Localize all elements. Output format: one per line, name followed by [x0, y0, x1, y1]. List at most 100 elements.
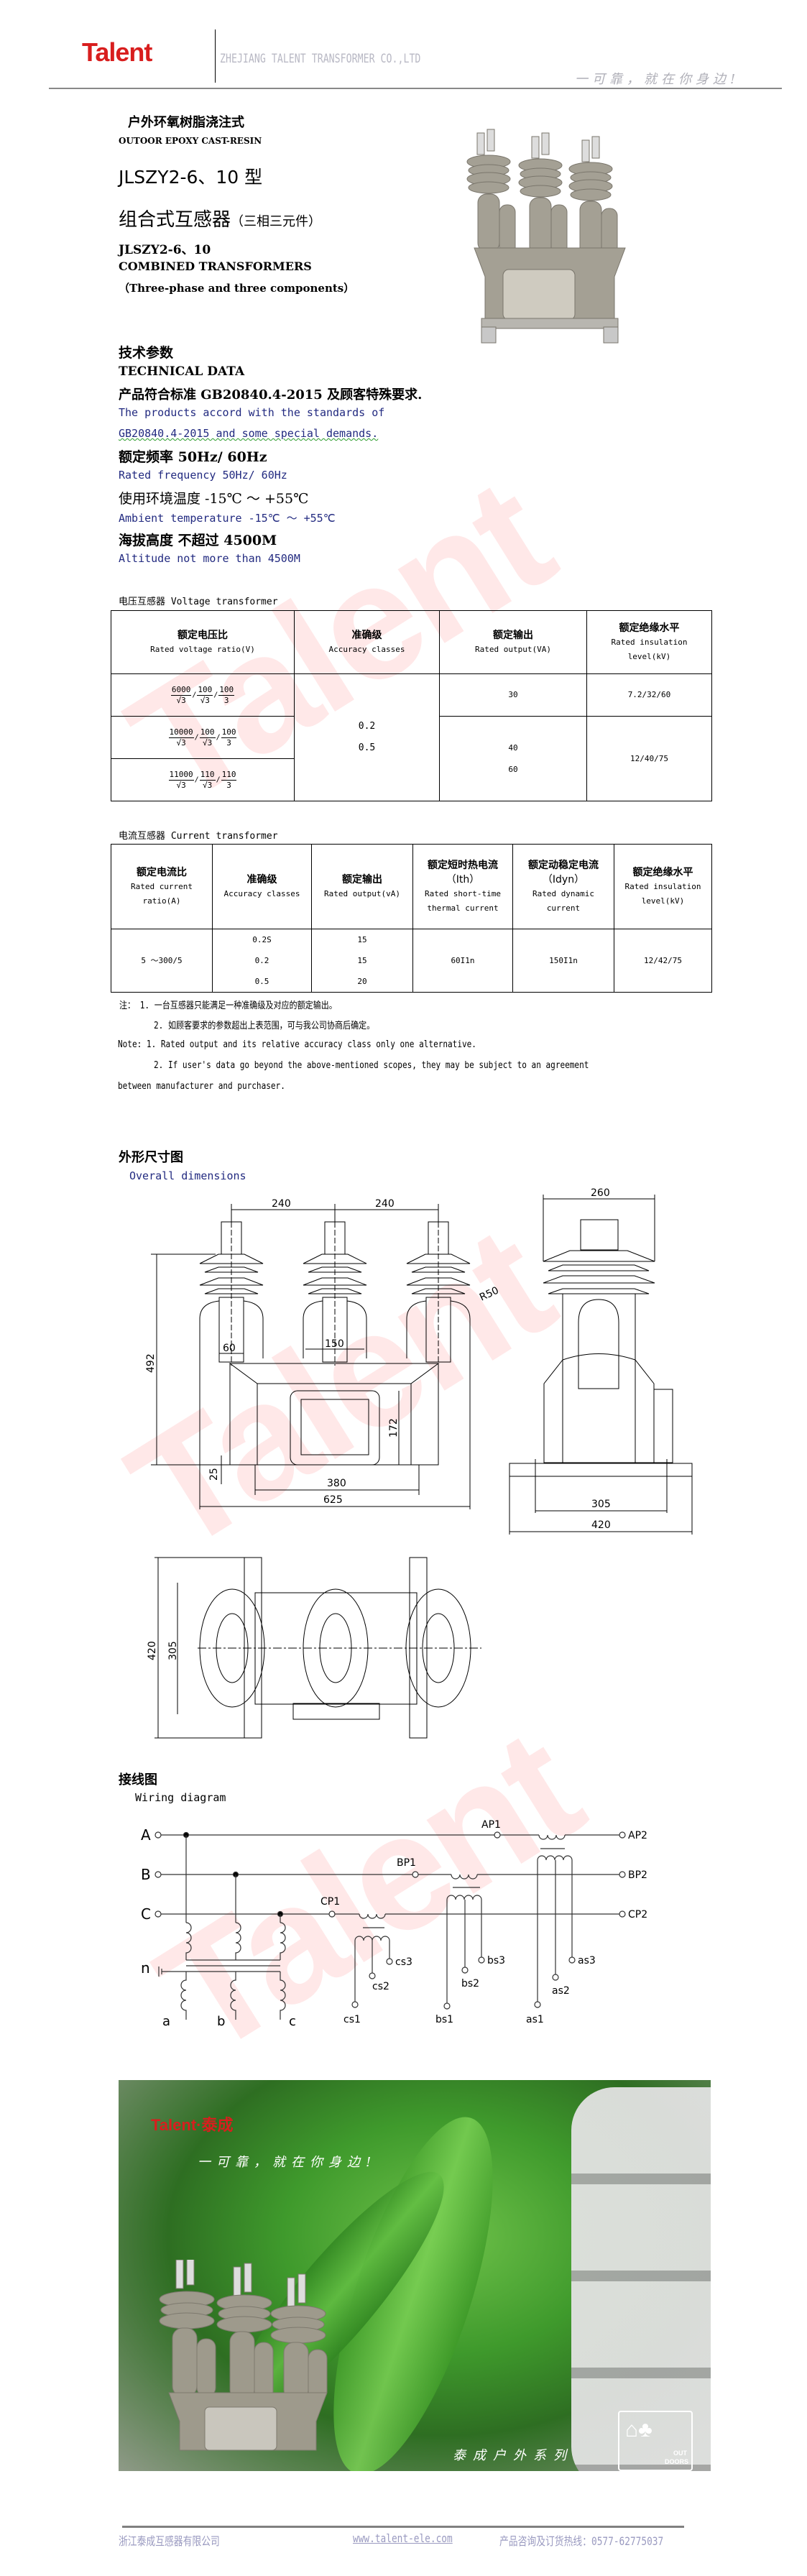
accuracy-value: 0.2S [252, 935, 272, 944]
dim-420-bottom: 420 [147, 1641, 158, 1660]
product-photo [466, 129, 626, 344]
denominator: √3 [200, 695, 210, 705]
type-cn: 户外环氧树脂浇注式 [128, 115, 244, 130]
as2-label: as2 [552, 1985, 570, 1997]
insulator-closeup [571, 2087, 711, 2471]
phase-a-label: A [141, 1826, 151, 1844]
banner-brand: Talent·泰成 [151, 2116, 234, 2134]
header-cn: 额定输出 [493, 629, 533, 641]
accuracy-value: 0.5 [254, 977, 269, 986]
dim-260: 260 [591, 1187, 610, 1199]
header-cell: 准确级 Accuracy classes [212, 844, 312, 929]
header-cn: 额定绝缘水平 [619, 622, 680, 634]
footer-website-link[interactable]: www.talent-ele.com [353, 2531, 453, 2545]
insulation-cell: 7.2/32/60 [586, 673, 712, 717]
header-cn: 准确级 [351, 629, 382, 641]
header-en: level(kV) [641, 896, 685, 906]
wiring-heading-cn: 接线图 [119, 1772, 157, 1788]
current-table-caption: 电流互感器 Current transformer [119, 831, 278, 842]
temperature-en: Ambient temperature -15℃ ～ +55℃ [119, 512, 336, 525]
header-cn: （Idyn） [542, 873, 585, 886]
dim-60: 60 [223, 1343, 236, 1354]
product-name-cn: 组合式互感器 [119, 209, 231, 231]
output-value: 20 [357, 977, 367, 986]
dim-height: 492 [145, 1353, 157, 1373]
output-b-label: b [217, 2014, 225, 2029]
header-en: Rated insulation [624, 881, 701, 891]
product-name-en: COMBINED TRANSFORMERS [119, 259, 312, 273]
phase-c-label: C [141, 1905, 151, 1923]
note-cn-2: 2. 如顾客要求的参数超出上表范围，可与我公司协商后确定。 [154, 1021, 375, 1031]
header-divider [215, 29, 216, 83]
header-cn: 额定电压比 [177, 629, 228, 641]
dim-r50: R50 [478, 1284, 501, 1303]
banner-series: 泰成户外系列 [453, 2448, 573, 2463]
numerator: 110 [221, 769, 237, 781]
frequency-en: Rated frequency 50Hz/ 60Hz [119, 469, 287, 482]
header-en: Accuracy classes [223, 888, 300, 898]
type-en: OUTOOR EPOXY CAST-RESIN [119, 136, 262, 146]
header-en: Rated voltage ratio(V) [150, 644, 255, 654]
as1-label: as1 [526, 2014, 544, 2025]
dimensions-heading-cn: 外形尺寸图 [119, 1150, 183, 1165]
altitude-en: Altitude not more than 4500M [119, 552, 300, 565]
standard-en-2: GB20840.4-2015 and some special demands. [119, 427, 379, 440]
header-cn: （Ith） [446, 873, 480, 886]
insulation-cell: 12/40/75 [586, 716, 712, 801]
badge-doors: DOORS [664, 2458, 688, 2465]
header-en: Rated current [130, 881, 193, 891]
model-title: JLSZY2-6、10 型 [119, 167, 263, 188]
numerator: 100 [221, 727, 237, 738]
ith-cell: 60I1n [412, 929, 513, 993]
dim-pitch-2: 240 [375, 1198, 395, 1210]
output-value: 15 [357, 935, 367, 944]
promo-banner: Talent·泰成 一可靠，就在你身边! 泰成户外系列 ⌂♣ OUT DOORS [119, 2080, 711, 2471]
footer-rule [122, 2526, 684, 2528]
standard-en-1: The products accord with the standards o… [119, 406, 385, 419]
denominator: 3 [223, 695, 229, 705]
denominator: √3 [203, 737, 213, 748]
header-cn: 准确级 [246, 873, 277, 886]
dim-305-side: 305 [591, 1499, 611, 1510]
front-view [151, 1204, 471, 1509]
output-c-label: c [289, 2014, 296, 2029]
as3-label: as3 [578, 1955, 596, 1966]
denominator: √3 [176, 780, 186, 790]
dim-172: 172 [388, 1418, 400, 1438]
phase-b-label: B [141, 1866, 151, 1883]
bp2-label: BP2 [628, 1869, 647, 1881]
denominator: 3 [226, 780, 231, 790]
denominator: 3 [226, 737, 231, 748]
header-en: Accuracy classes [328, 644, 405, 654]
numerator: 11000 [168, 769, 194, 781]
standard-cn: 产品符合标准 GB20840.4-2015 及顾客特殊要求. [119, 387, 423, 402]
note-en-3: between manufacturer and purchaser. [118, 1081, 285, 1092]
banner-product-image [159, 2260, 328, 2451]
numerator: 10000 [168, 727, 194, 738]
output-value: 40 [508, 742, 518, 753]
wiring-diagram: A B C n a b c AP1 BP1 CP1 AP2 BP2 CP2 cs… [141, 1819, 647, 2029]
numerator: 6000 [170, 684, 192, 696]
header-cell: 准确级 Accuracy classes [294, 610, 440, 674]
house-tree-icon: ⌂♣ [625, 2418, 652, 2442]
badge-out: OUT [673, 2450, 687, 2457]
insulation-cell: 12/42/75 [614, 929, 712, 993]
output-cell: 30 [439, 673, 587, 717]
header-cn: 额定动稳定电流 [528, 859, 599, 871]
numerator: 100 [199, 727, 216, 738]
accuracy-value: 0.2 [358, 721, 376, 732]
header-cn: 额定短时热电流 [428, 859, 498, 871]
outdoors-badge: ⌂♣ OUT DOORS [618, 2411, 693, 2471]
wiring-heading-en: Wiring diagram [135, 1791, 226, 1804]
ap2-label: AP2 [628, 1830, 647, 1841]
footer-hotline: 产品咨询及订货热线：0577-62775037 [499, 2534, 664, 2548]
note-en-2: 2. If user's data go beyond the above-me… [154, 1060, 589, 1071]
